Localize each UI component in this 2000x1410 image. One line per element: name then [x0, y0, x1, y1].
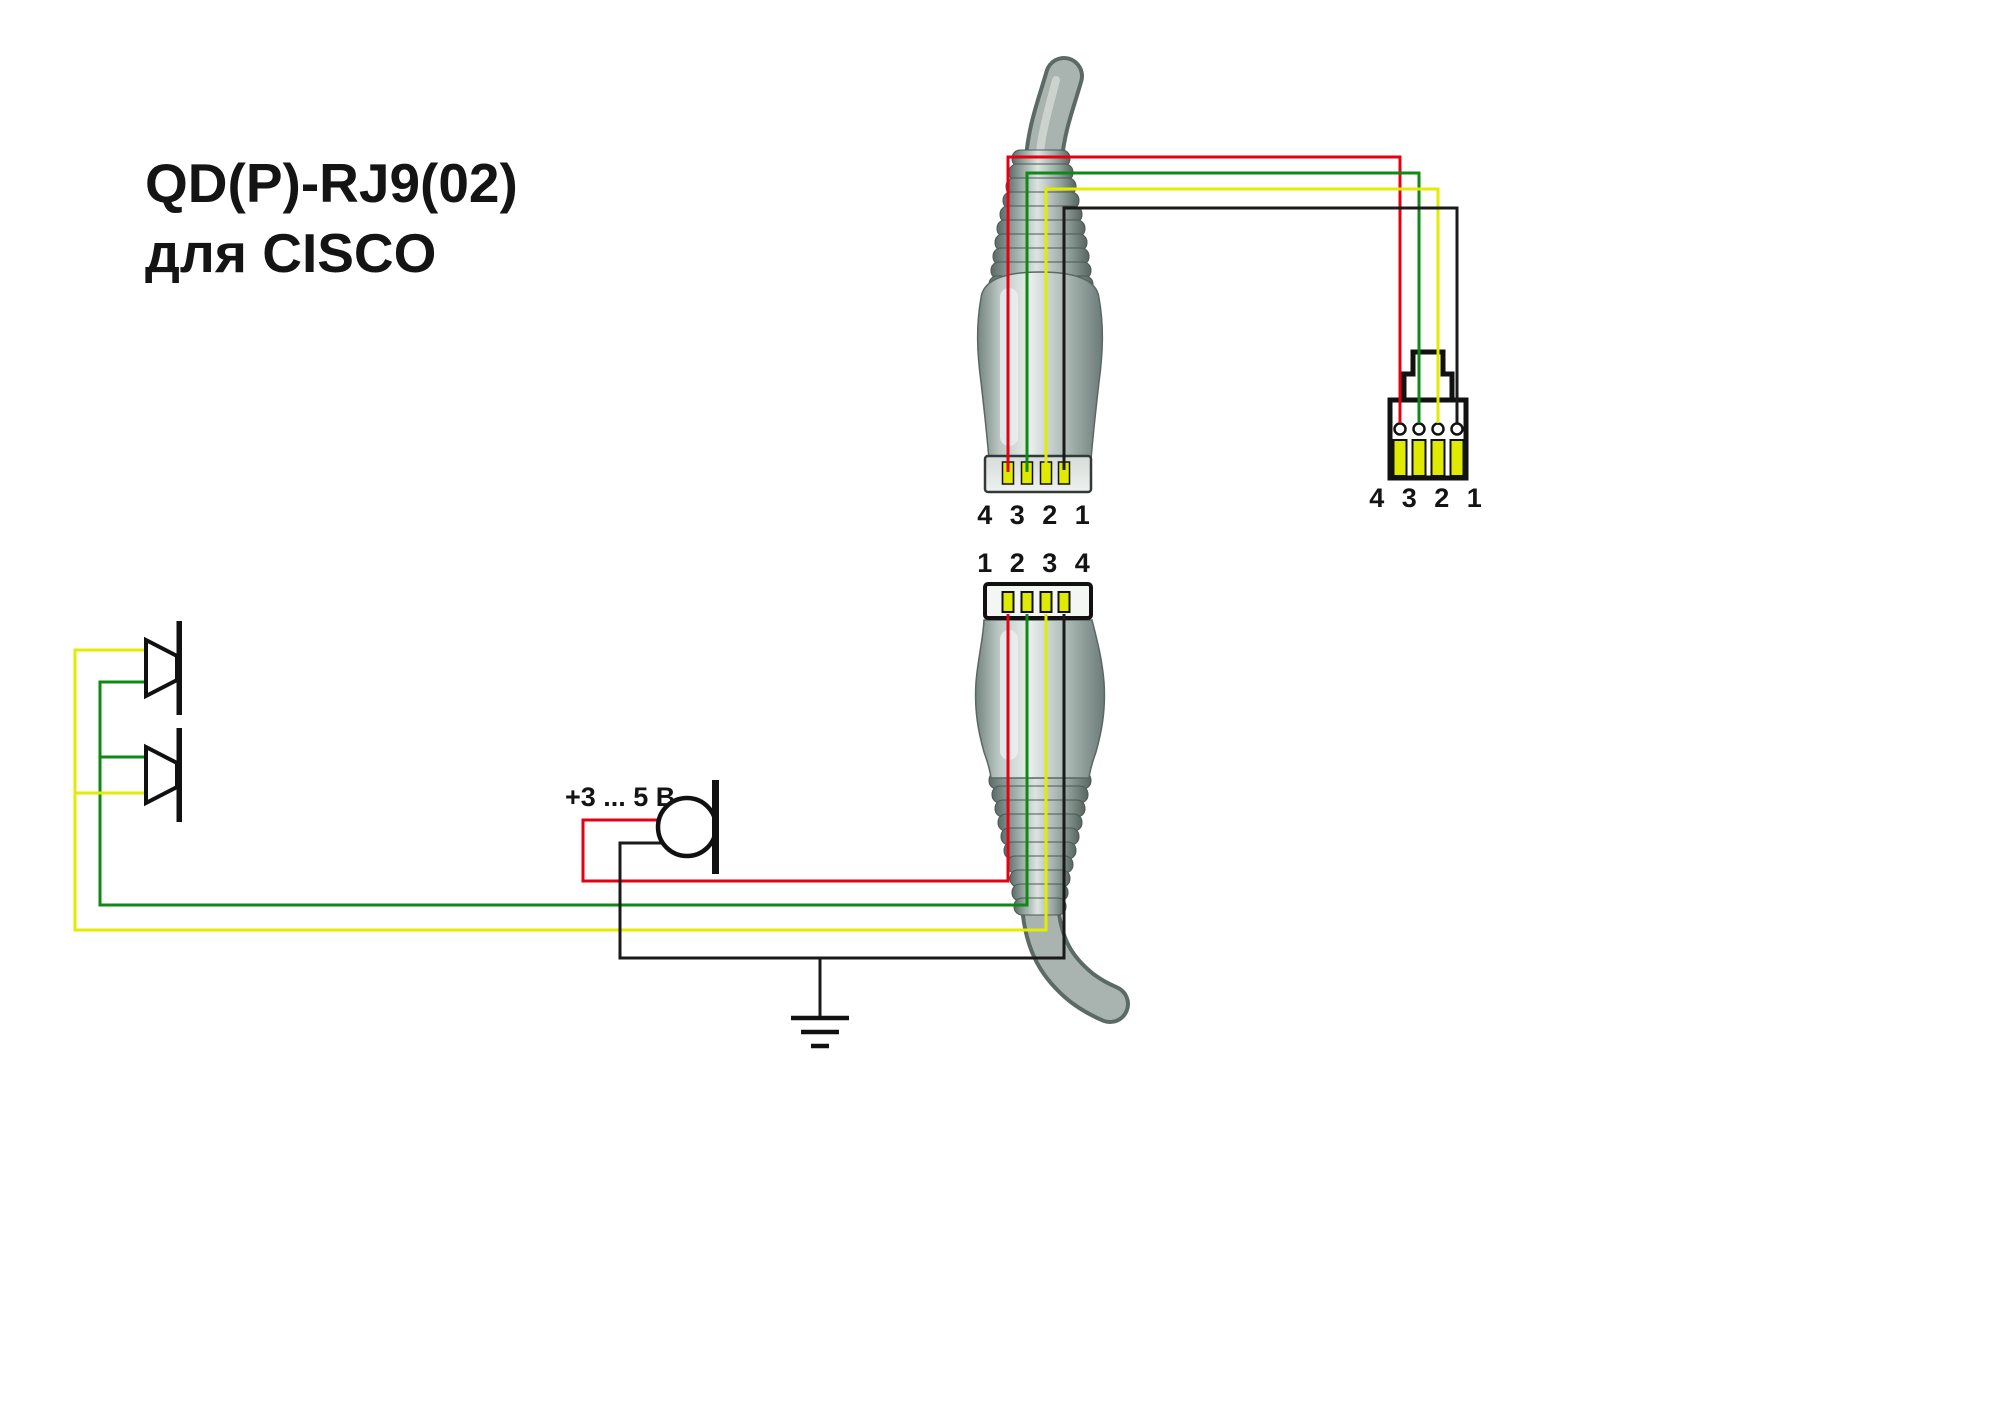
wire-yellow-main [73, 614, 1048, 932]
wire-yellow-top [1044, 187, 1440, 472]
contact-pin [1020, 591, 1034, 613]
rj9-pin-numbers: 4 3 2 1 [1369, 483, 1487, 513]
qd-connector-bottom [974, 582, 1130, 1024]
qd-bottom-body [974, 619, 1106, 779]
qd-top-body [976, 271, 1104, 461]
rj9-latch [1401, 349, 1455, 402]
qd-bottom-face [983, 582, 1093, 620]
mic-backplate [712, 780, 719, 874]
wire-black-top [1062, 206, 1459, 470]
rj9-pin [1430, 439, 1446, 477]
strain-relief-coil-bottom [988, 771, 1092, 916]
speaker-top [144, 621, 182, 715]
rj9-plug [1387, 349, 1469, 481]
wire-green-main [98, 614, 1029, 907]
rj9-wire-entries [1393, 422, 1464, 436]
wire-entry [1450, 422, 1464, 436]
qd-bottom-pin-numbers: 1 2 3 4 [977, 548, 1095, 578]
wire-entry [1393, 422, 1407, 436]
mic-voltage-label: +3 ... 5 В [565, 782, 675, 812]
wire-black-mic [618, 614, 1066, 960]
microphone [655, 780, 719, 874]
wires-top [1006, 155, 1459, 472]
qd-bottom-contacts [1001, 591, 1071, 613]
rj9-pin [1392, 439, 1408, 477]
qd-top-pin-numbers: 4 3 2 1 [977, 500, 1095, 530]
ground-symbol [791, 1015, 849, 1049]
cable-bottom [1024, 889, 1126, 1020]
speaker-baffle [176, 728, 182, 822]
title-line-2: для CISCO [145, 222, 437, 285]
speaker-bottom [144, 728, 182, 822]
contact-pin [1001, 591, 1015, 613]
wire-red-top [1006, 155, 1402, 472]
qd-connector-top [976, 56, 1104, 494]
speaker-cone [144, 636, 179, 700]
wire-entry [1412, 422, 1426, 436]
contact-pin [1057, 591, 1071, 613]
wire-red-mic [581, 614, 1010, 883]
diagram-title: QD(P)-RJ9(02) для CISCO [145, 148, 518, 289]
qd-top-face [983, 454, 1093, 494]
speaker-cone [144, 743, 179, 807]
rj9-pin [1449, 439, 1465, 477]
rj9-gold-pins [1392, 439, 1465, 477]
cable-top [1028, 60, 1080, 174]
cable-top-highlight [1036, 76, 1060, 156]
title-line-1: QD(P)-RJ9(02) [145, 152, 518, 214]
wire-entry [1431, 422, 1445, 436]
wire-green-top [1025, 171, 1421, 472]
rj9-pin [1411, 439, 1427, 477]
contact-pin [1039, 591, 1053, 613]
speaker-baffle [176, 621, 182, 715]
wires-bottom [73, 614, 1066, 1018]
